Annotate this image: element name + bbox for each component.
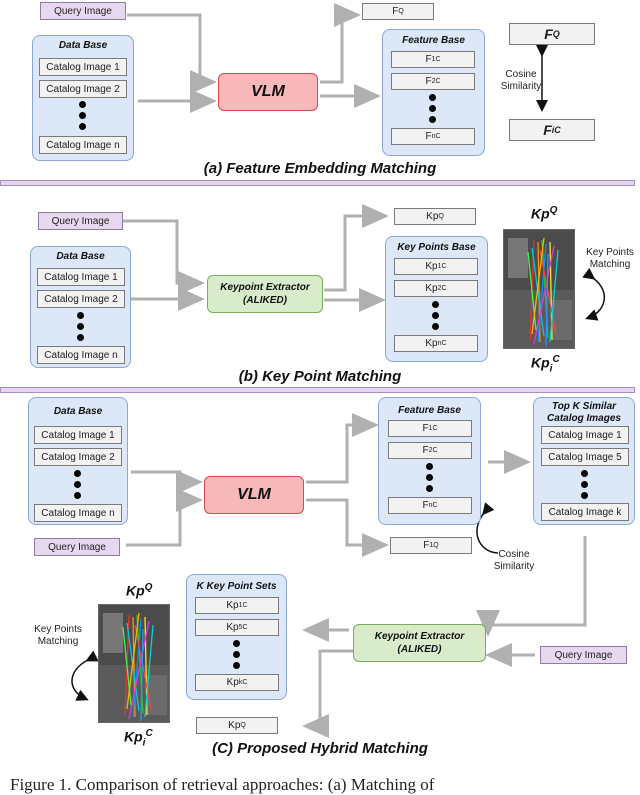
catalog-item-c-n: Catalog Image n [34,504,122,522]
keypoint-match-image-c [98,604,170,723]
topk-title-c: Top K Similar Catalog Images [547,401,621,424]
catalog-item-a-n: Catalog Image n [39,136,127,154]
extractor-model-b: (ALIKED) [243,295,287,306]
figure-caption: Figure 1. Comparison of retrieval approa… [10,775,435,794]
ellipsis-dots-kb [432,301,439,330]
kpi-label-b: KpiC [531,354,560,375]
query-image-c2: Query Image [540,646,627,664]
separator-1 [0,180,635,186]
ellipsis-dots-a [79,101,86,130]
keypoint-extractor-c: Keypoint Extractor (ALIKED) [353,624,486,662]
catalog-item-b-n: Catalog Image n [37,346,125,364]
cosine-label-c: Cosine Similarity [493,549,535,572]
kp-matching-label-b: Key Points Matching [586,247,634,270]
query-image-a: Query Image [40,2,126,20]
ellipsis-dots-b [77,312,84,341]
catalog-item-b-2: Catalog Image 2 [37,290,125,308]
kp-matching-label-c: Key Points Matching [34,624,82,647]
keypoint-match-image-b [503,229,575,349]
topk-item-k: Catalog Image k [541,503,629,521]
extractor-name-c: Keypoint Extractor [374,631,465,642]
database-title-a: Data Base [58,40,108,51]
catalog-item-a-1: Catalog Image 1 [39,58,127,76]
kpi-label-c: KpiC [124,728,153,749]
keypoint-extractor-b: Keypoint Extractor (ALIKED) [207,275,323,313]
feature-base-title-c: Feature Base [398,405,461,416]
catalog-item-a-2: Catalog Image 2 [39,80,127,98]
topk-item-2: Catalog Image 5 [541,448,629,466]
database-title-b: Data Base [56,251,105,262]
feature-base-title-a: Feature Base [402,35,465,46]
extractor-model-c: (ALIKED) [397,644,442,655]
ellipsis-dots-topk [581,470,588,499]
vlm-a: VLM [218,73,318,111]
topk-item-1: Catalog Image 1 [541,426,629,444]
catalog-item-b-1: Catalog Image 1 [37,268,125,286]
ellipsis-dots-c [74,470,81,499]
caption-b: (b) Key Point Matching [238,368,402,385]
caption-a: (a) Feature Embedding Matching [203,160,437,177]
caption-c: (C) Proposed Hybrid Matching [212,740,428,757]
catalog-item-c-2: Catalog Image 2 [34,448,122,466]
ellipsis-dots-fc [426,463,433,492]
kpq-label-b: KpQ [531,205,558,222]
separator-2 [0,387,635,393]
ellipsis-dots-kc [233,640,240,669]
kpq-label-c: KpQ [126,582,153,599]
database-title-c: Data Base [53,406,103,417]
cosine-label-a: Cosine Similarity [500,69,542,92]
keypoints-base-title-b: Key Points Base [397,242,476,253]
extractor-name-b: Keypoint Extractor [220,282,310,293]
catalog-item-c-1: Catalog Image 1 [34,426,122,444]
query-image-b: Query Image [38,212,123,230]
ellipsis-dots-fa [429,94,436,123]
vlm-c: VLM [204,476,304,514]
k-keypoint-sets-title: K Key Point Sets [196,581,277,592]
query-image-c: Query Image [34,538,120,556]
